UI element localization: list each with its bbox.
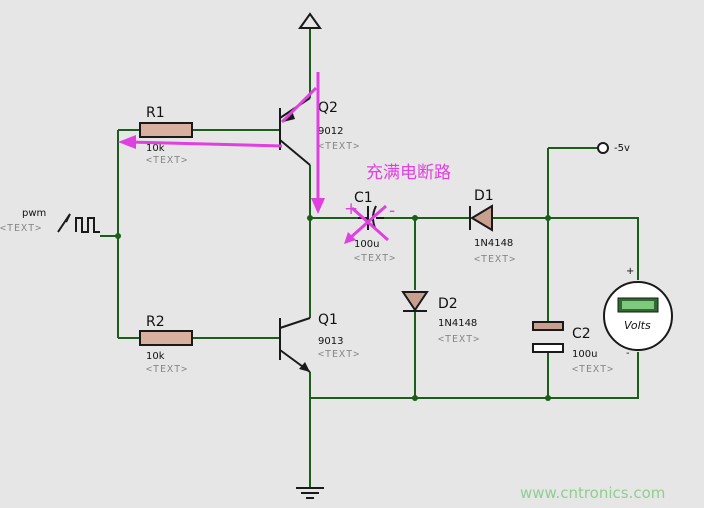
d2-value: 1N4148 (438, 318, 477, 329)
r1-name: R1 (146, 105, 165, 121)
q2-value: 9012 (318, 126, 343, 137)
current-path-annotation (118, 72, 389, 244)
r2-name: R2 (146, 314, 165, 330)
d2-name: D2 (438, 296, 458, 312)
r2-value: 10k (146, 351, 165, 362)
c2-name: C2 (572, 326, 591, 342)
d1-name: D1 (474, 188, 494, 204)
pwm-text: <TEXT> (0, 223, 42, 234)
diode-d1: D1 1N4148 <TEXT> (469, 188, 516, 265)
r1-text: <TEXT> (146, 155, 188, 166)
q1-text: <TEXT> (318, 349, 360, 360)
capacitor-c2: C2 100u <TEXT> (532, 321, 614, 375)
c1-minus-sign: - (389, 201, 395, 221)
resistor-r2: R2 10k <TEXT> (139, 314, 193, 375)
r2-text: <TEXT> (146, 364, 188, 375)
voltmeter-minus: - (626, 348, 630, 359)
transistor-q1: Q1 9013 <TEXT> (279, 312, 360, 373)
pwm-source: pwm <TEXT> (0, 208, 100, 234)
junction-dots (115, 215, 551, 401)
q1-value: 9013 (318, 336, 343, 347)
c1-name: C1 (354, 190, 373, 206)
supply-terminal: -5v (597, 142, 630, 154)
voltmeter: Volts + - (603, 266, 673, 359)
pwm-label: pwm (22, 208, 46, 219)
annotation-text: 充满电断路 (366, 163, 451, 183)
d1-value: 1N4148 (474, 238, 513, 249)
ground-icon (296, 487, 324, 499)
c2-text: <TEXT> (572, 364, 614, 375)
c2-value: 100u (572, 349, 597, 360)
r1-value: 10k (146, 143, 165, 154)
q2-name: Q2 (318, 100, 338, 116)
voltmeter-plus: + (626, 266, 634, 277)
d2-text: <TEXT> (438, 334, 480, 345)
q2-text: <TEXT> (318, 141, 360, 152)
d1-text: <TEXT> (474, 254, 516, 265)
diode-d2: D2 1N4148 <TEXT> (401, 291, 480, 345)
c1-value: 100u (354, 239, 379, 250)
q1-name: Q1 (318, 312, 338, 328)
c1-text: <TEXT> (354, 253, 396, 264)
voltmeter-unit: Volts (624, 319, 651, 332)
power-terminal-icon (298, 12, 322, 29)
watermark: www.cntronics.com (520, 484, 665, 502)
transistor-q2: Q2 9012 <TEXT> (279, 97, 360, 166)
resistor-r1: R1 10k <TEXT> (139, 105, 193, 166)
pwm-waveform-icon (57, 213, 100, 233)
capacitor-c1: C1 100u <TEXT> + - (344, 190, 396, 264)
supply-label: -5v (614, 143, 630, 154)
